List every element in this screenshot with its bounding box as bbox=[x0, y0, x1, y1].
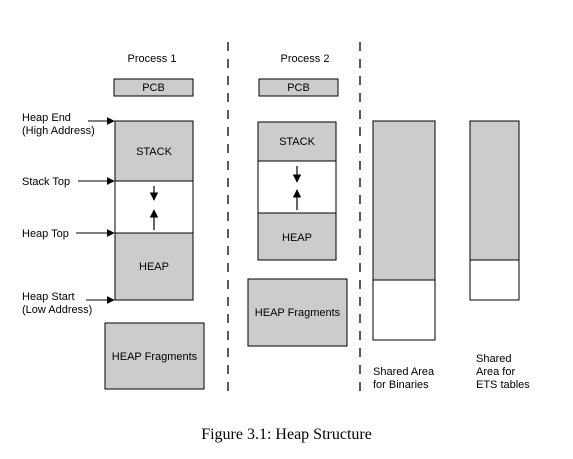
process-2-fragments-label: HEAP Fragments bbox=[255, 307, 341, 319]
process-1-heap-label: HEAP bbox=[139, 261, 169, 273]
heap-start-label: Heap Start bbox=[22, 291, 75, 303]
process-1-pcb-box bbox=[113, 78, 194, 97]
heap-top-label: Heap Top bbox=[22, 228, 69, 240]
shared-binaries-label-line-1: Shared Area bbox=[373, 366, 435, 378]
heap-start-sublabel: (Low Address) bbox=[22, 304, 92, 316]
shared-binaries-label-line-2: for Binaries bbox=[373, 379, 429, 391]
process-2-title: Process 2 bbox=[281, 53, 330, 65]
process-1-fragments-box bbox=[104, 322, 205, 390]
shared-ets: Shared Area for ETS tables bbox=[469, 120, 530, 391]
shared-binaries: Shared Area for Binaries bbox=[372, 120, 436, 391]
process-2-stack-label: STACK bbox=[279, 136, 316, 148]
process-2-heap-label: HEAP bbox=[282, 232, 312, 244]
shared-binaries-free bbox=[372, 279, 436, 341]
process-2-pcb-label: PCB bbox=[287, 82, 310, 94]
shared-ets-free bbox=[469, 259, 520, 301]
heap-end-sublabel: (High Address) bbox=[22, 125, 95, 137]
shared-ets-label-line-1: Shared bbox=[476, 353, 511, 365]
figure-caption: Figure 3.1: Heap Structure bbox=[201, 426, 372, 443]
process-2: Process 2 PCB STACK HEAP HEAP Fragments bbox=[247, 53, 348, 347]
process-1-fragments-label: HEAP Fragments bbox=[112, 351, 198, 363]
process-1-heap-box bbox=[114, 232, 194, 301]
stack-top-label: Stack Top bbox=[22, 176, 70, 188]
process-2-heap-box bbox=[257, 212, 337, 261]
shared-ets-label-line-3: ETS tables bbox=[476, 379, 530, 391]
shared-ets-label-line-2: Area for bbox=[476, 366, 515, 378]
process-1-stack-box bbox=[114, 120, 194, 182]
process-2-pcb-box bbox=[258, 78, 339, 97]
address-labels: Heap End (High Address) Stack Top Heap T… bbox=[22, 112, 115, 316]
process-1: Process 1 PCB STACK HEAP HEAP Fragments bbox=[104, 53, 205, 390]
shared-ets-used bbox=[469, 120, 520, 261]
process-2-fragments-box bbox=[247, 278, 348, 347]
process-1-stack-label: STACK bbox=[136, 146, 173, 158]
process-1-title: Process 1 bbox=[128, 53, 177, 65]
process-1-pcb-label: PCB bbox=[142, 82, 165, 94]
heap-end-label: Heap End bbox=[22, 112, 71, 124]
shared-binaries-used bbox=[372, 120, 436, 281]
process-2-stack-box bbox=[257, 121, 337, 162]
